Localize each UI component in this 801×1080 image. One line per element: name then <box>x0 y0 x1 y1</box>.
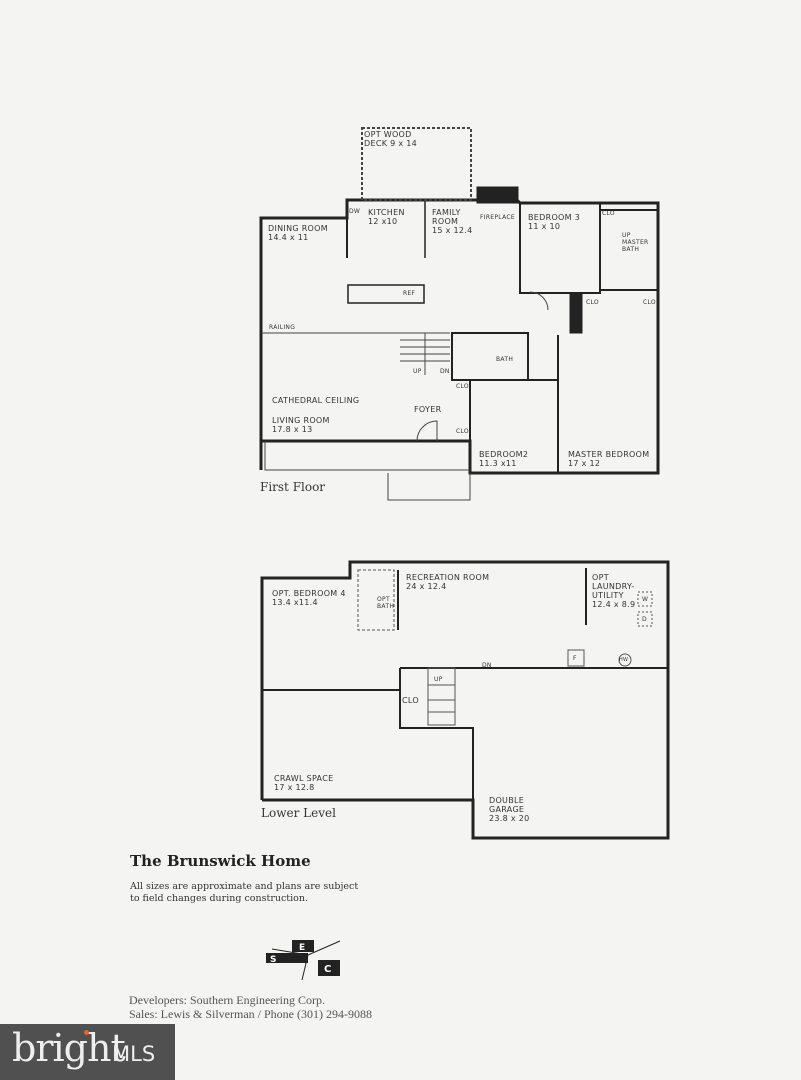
developers-line: Developers: Southern Engineering Corp. <box>129 993 325 1007</box>
label-cathedral-ceiling: CATHEDRAL CEILING <box>272 396 360 405</box>
label-closet: CLO <box>602 210 615 217</box>
room-label-family-room: FAMILY ROOM 15 x 12.4 <box>432 208 473 235</box>
svg-text:E: E <box>299 943 305 953</box>
label-closet: CLO <box>643 299 656 306</box>
room-label-deck: OPT WOOD DECK 9 x 14 <box>364 130 417 148</box>
room-label-dining-room: DINING ROOM 14.4 x 11 <box>268 224 328 242</box>
label-stairs-down: DN <box>482 662 492 669</box>
room-label-bedroom-4: OPT. BEDROOM 4 13.4 x11.4 <box>272 589 346 607</box>
svg-text:C: C <box>324 964 331 975</box>
label-stairs-down: DN <box>440 368 450 375</box>
room-label-recreation-room: RECREATION ROOM 24 x 12.4 <box>406 573 490 591</box>
fireplace-chimney <box>476 186 519 204</box>
plan-title: The Brunswick Home <box>130 852 311 870</box>
label-stairs-up: UP <box>413 368 422 375</box>
label-stairs-up: UP <box>434 676 443 683</box>
label-closet: CLO <box>586 299 599 306</box>
watermark-suffix: MLS <box>112 1042 156 1066</box>
room-label-bedroom-3: BEDROOM 3 11 x 10 <box>528 213 581 231</box>
lower-level-walls <box>260 560 670 840</box>
room-label-foyer: FOYER <box>414 405 442 414</box>
watermark-star-icon <box>84 1030 89 1035</box>
label-closet: CLO <box>456 428 469 435</box>
room-label-master-bedroom: MASTER BEDROOM 17 x 12 <box>568 450 650 468</box>
label-dishwasher: DW <box>349 208 361 215</box>
label-closet: CLO <box>402 696 419 705</box>
stairs-lower-level <box>427 667 456 726</box>
room-label-living-room: LIVING ROOM 17.8 x 13 <box>272 416 330 434</box>
stairs-first-floor <box>400 332 450 375</box>
room-label-opt-bath: OPT BATH <box>377 596 395 610</box>
disclaimer-note: All sizes are approximate and plans are … <box>130 881 359 904</box>
room-label-bedroom-2: BEDROOM2 11.3 x11 <box>479 450 529 468</box>
sec-logo: S E C <box>266 940 341 981</box>
deck-outline <box>361 127 472 201</box>
label-furnace: F <box>573 655 577 662</box>
caption-lower-level: Lower Level <box>261 806 336 820</box>
room-label-double-garage: DOUBLE GARAGE 23.8 x 20 <box>489 796 530 823</box>
room-label-kitchen: KITCHEN 12 x10 <box>368 208 405 226</box>
room-label-crawl-space: CRAWL SPACE 17 x 12.8 <box>274 774 334 792</box>
room-label-master-bath: UP MASTER BATH <box>622 232 649 253</box>
label-water-heater: HW <box>619 657 629 663</box>
bright-mls-watermark: bright MLS <box>0 1024 175 1080</box>
watermark-brand: bright <box>12 1026 126 1070</box>
label-washer: W <box>642 596 649 603</box>
sales-line: Sales: Lewis & Silverman / Phone (301) 2… <box>129 1007 372 1021</box>
label-refrigerator: REF <box>403 290 416 297</box>
label-railing: RAILING <box>269 324 296 331</box>
room-label-bath: BATH <box>496 356 514 363</box>
room-label-laundry-utility: OPT LAUNDRY- UTILITY 12.4 x 8.9 <box>592 573 636 609</box>
svg-text:S: S <box>270 955 276 965</box>
label-fireplace: FIREPLACE <box>480 214 515 221</box>
caption-first-floor: First Floor <box>260 480 326 494</box>
label-closet: CLO <box>456 383 469 390</box>
label-dryer: D <box>642 616 647 623</box>
